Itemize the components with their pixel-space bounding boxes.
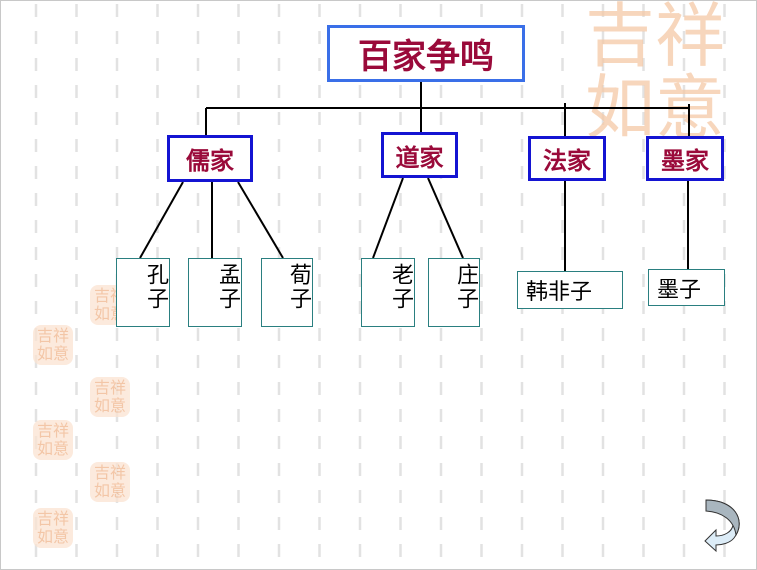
person-node-kongzi: 孔子 — [116, 258, 170, 327]
person-node-xunzi: 荀子 — [261, 258, 313, 327]
person-node-laozi: 老子 — [361, 258, 415, 327]
school-node-daojia: 道家 — [381, 132, 458, 178]
root-node: 百家争鸣 — [327, 25, 525, 82]
person-node-hanfeizi: 韩非子 — [517, 271, 623, 309]
school-node-rujia: 儒家 — [167, 135, 253, 182]
connector — [237, 181, 284, 259]
connector — [372, 177, 404, 259]
school-node-fajia: 法家 — [528, 136, 606, 181]
person-node-mengzi: 孟子 — [188, 258, 242, 327]
seal-decoration: 吉祥如意 — [33, 508, 73, 548]
person-node-zhuangzi: 庄子 — [428, 258, 480, 327]
school-node-mojia: 墨家 — [646, 136, 724, 181]
person-node-mozi: 墨子 — [648, 269, 725, 306]
seal-decoration: 吉祥如意 — [90, 377, 130, 417]
seal-decoration: 吉祥如意 — [90, 462, 130, 502]
connector — [427, 177, 464, 259]
seal-decoration: 吉祥如意 — [33, 325, 73, 365]
connector — [139, 181, 184, 259]
seal-decoration: 吉祥如意 — [33, 420, 73, 460]
